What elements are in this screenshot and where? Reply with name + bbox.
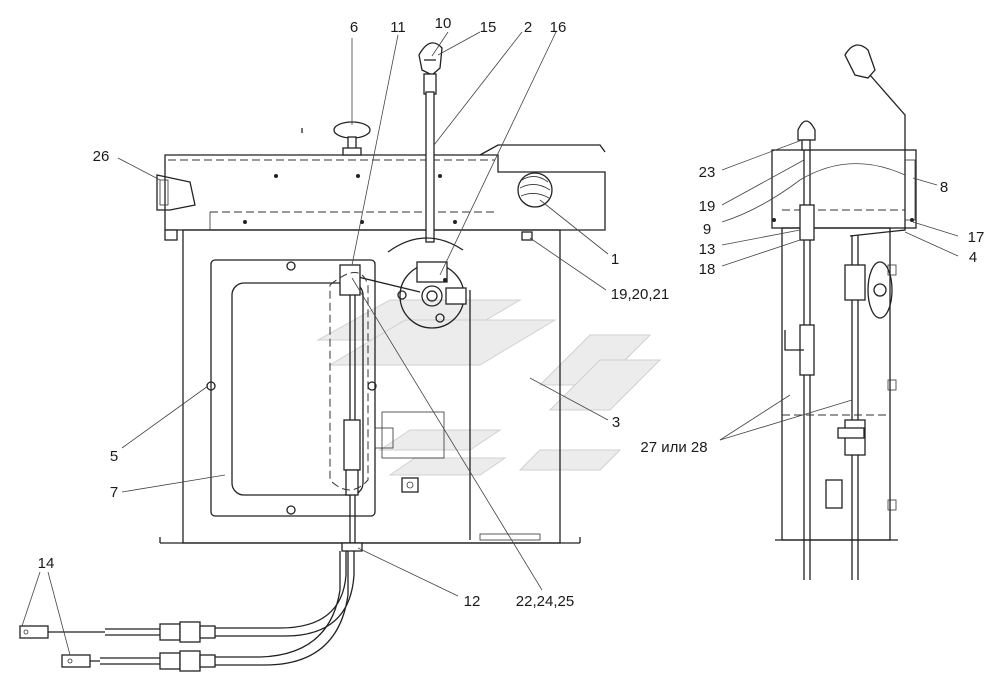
inspection-window-glass: [231, 282, 364, 496]
callout-11: 11: [390, 19, 406, 36]
callout-2: 2: [524, 19, 532, 36]
control-cables: [19, 551, 355, 672]
callout-3: 3: [612, 414, 620, 431]
callout-6: 6: [350, 19, 358, 36]
side-view: [771, 44, 917, 580]
callout-26: 26: [93, 148, 110, 165]
callout-17: 17: [968, 229, 985, 246]
side-lid: [771, 149, 917, 229]
callout-13: 13: [699, 241, 716, 258]
callout-1: 1: [611, 251, 619, 268]
callout-4: 4: [969, 249, 977, 266]
callout-14: 14: [38, 555, 55, 572]
callout-7: 7: [110, 484, 118, 501]
callout-19-side: 19: [699, 198, 716, 215]
callout-8: 8: [940, 179, 948, 196]
leader-lines: [21, 31, 959, 656]
callout-12: 12: [464, 593, 481, 610]
top-lid: [164, 154, 606, 231]
callout-18: 18: [699, 261, 716, 278]
callout-22-24-25: 22,24,25: [516, 593, 574, 610]
housing-body: [182, 229, 561, 544]
watermark: [316, 299, 662, 476]
callout-15: 15: [480, 19, 497, 36]
callout-10: 10: [435, 15, 452, 32]
callout-5: 5: [110, 448, 118, 465]
callout-16: 16: [550, 19, 567, 36]
callout-9: 9: [703, 221, 711, 238]
callout-labels: 6 11 10 15 2 16 26 1 19,20,21 5 7 3 12 2…: [38, 15, 985, 610]
callout-19-20-21: 19,20,21: [611, 286, 669, 303]
callout-23: 23: [699, 164, 716, 181]
callout-27-or-28: 27 или 28: [640, 439, 707, 456]
front-view: [156, 42, 606, 552]
